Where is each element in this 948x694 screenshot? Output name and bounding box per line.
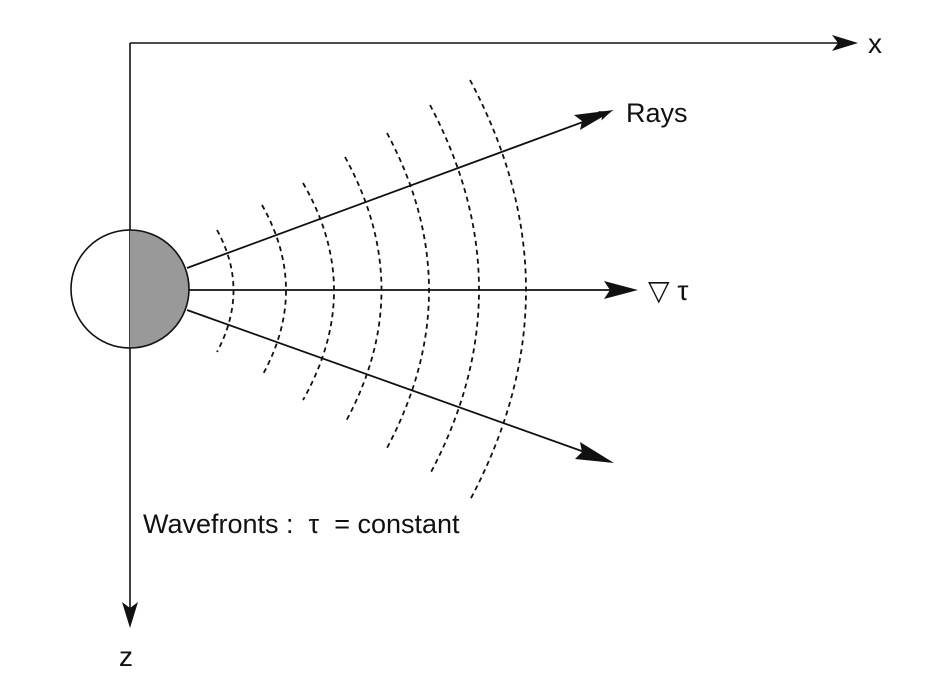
gradient-tau-label: ▽ τ [648, 275, 688, 306]
x-axis-arrowhead [832, 35, 858, 51]
z-axis-arrowhead [122, 602, 138, 628]
wavefront-2 [261, 204, 287, 377]
rays-label: Rays [626, 98, 688, 128]
ray-lower [186, 309, 591, 455]
ray-center-arrowhead [604, 281, 638, 299]
wavefronts-label: Wavefronts : τ = constant [143, 509, 460, 539]
source-sphere [70, 229, 190, 349]
x-axis-label: x [868, 28, 882, 59]
ray-upper [186, 111, 611, 269]
ray-upper-arrowhead [574, 110, 614, 130]
z-axis-label: z [119, 641, 133, 672]
wavefront-1 [216, 229, 235, 353]
source-outline [70, 229, 190, 349]
wavefront-3 [302, 182, 335, 401]
source-shaded-half [130, 230, 189, 348]
ray-lower-arrowhead [575, 442, 614, 463]
